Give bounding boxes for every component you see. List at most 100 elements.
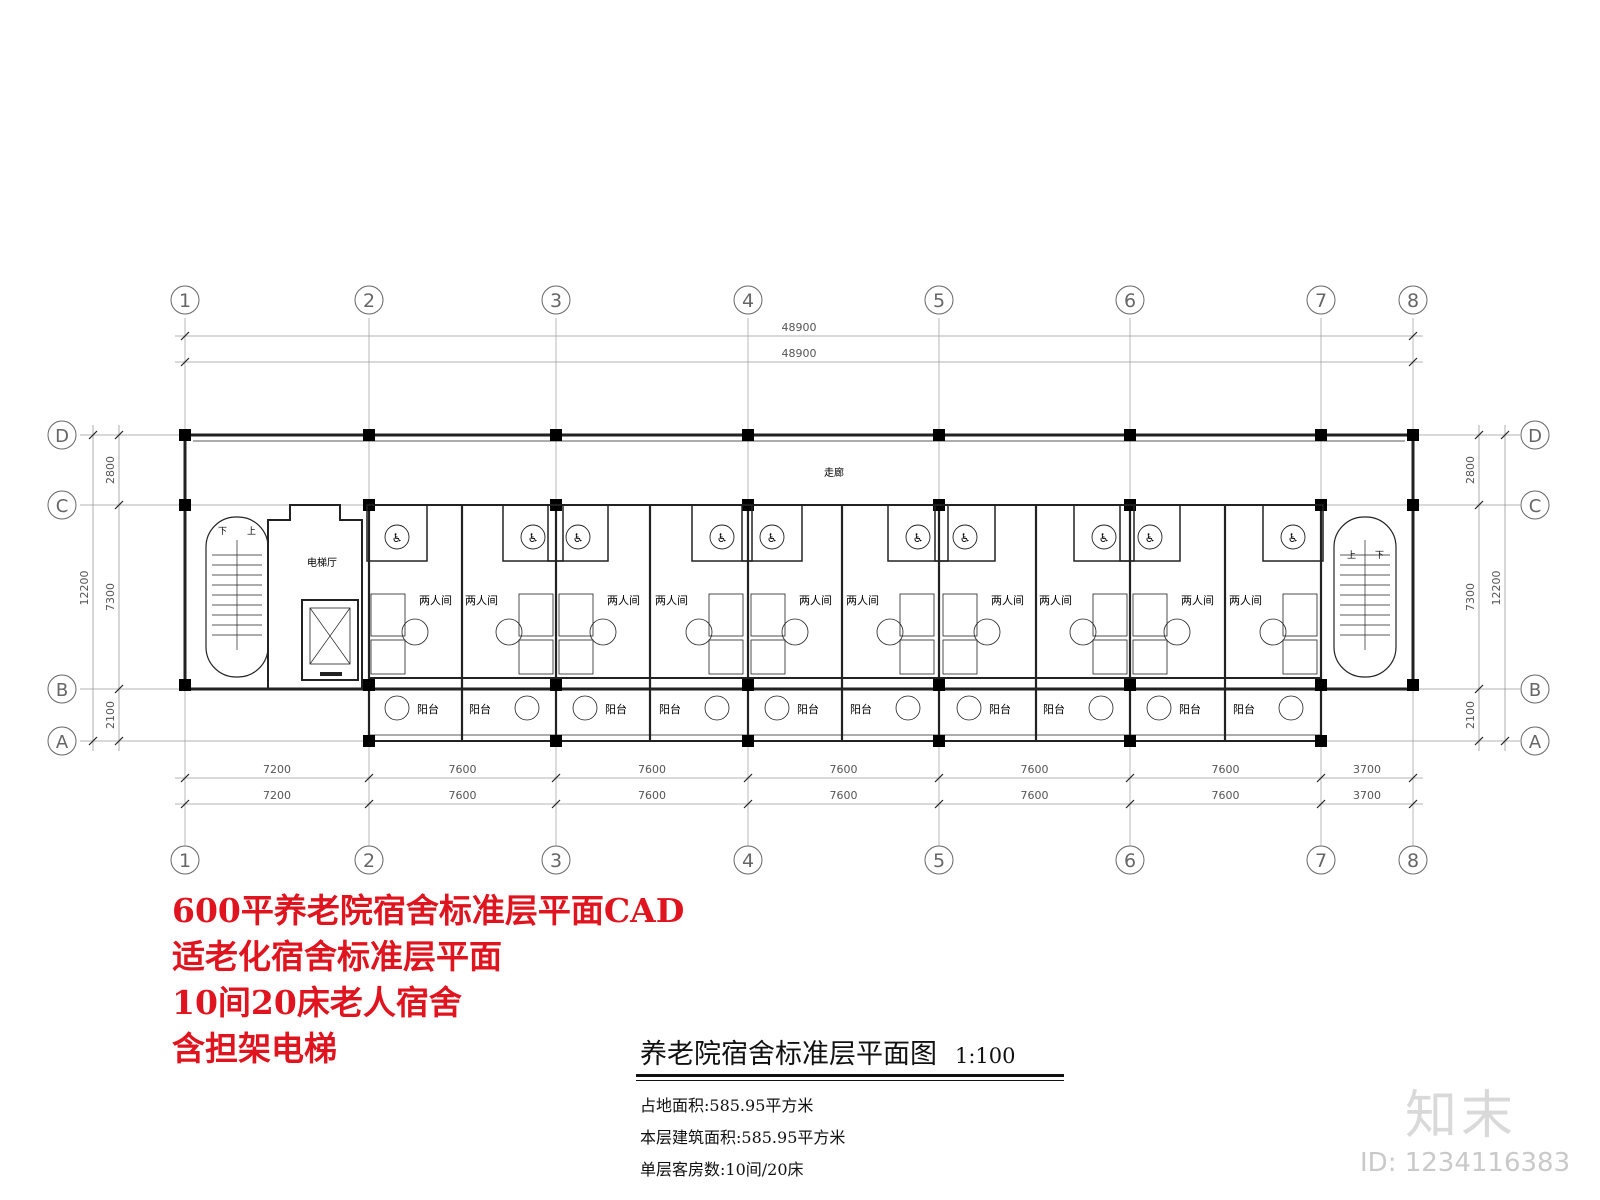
balcony-label: 阳台: [417, 702, 439, 716]
bathroom-pod: [887, 504, 949, 562]
dim-span-label: 7600: [1021, 763, 1049, 776]
elevator-door: [320, 672, 342, 676]
dim-tick: [114, 684, 124, 694]
axis-bubble: [1398, 845, 1428, 875]
promo-line-2: 适老化宿舍标准层平面: [172, 937, 502, 976]
bathroom-pod: [691, 504, 753, 562]
axis-bubble-label: D: [55, 426, 69, 447]
room-fixtures: ♿♿♿♿♿♿♿♿♿♿: [366, 504, 1324, 721]
structural-column: [363, 429, 375, 441]
room-label: 两人间: [846, 594, 879, 607]
dim-tick: [180, 357, 190, 367]
balcony-circle: [384, 695, 410, 721]
dim-tick: [743, 799, 753, 809]
balcony-circle: [895, 695, 921, 721]
room-label: 两人间: [1181, 594, 1214, 607]
accessible-icon: ♿: [1145, 531, 1156, 545]
dim-depth-label: 12200: [1490, 571, 1503, 606]
balcony-label: 阳台: [989, 702, 1011, 716]
stair-east: [1333, 516, 1397, 678]
accessible-icon: ♿: [767, 531, 778, 545]
dim-span-label: 7200: [263, 763, 291, 776]
axis-bubble: [1520, 420, 1550, 450]
bathroom-pod: [1262, 504, 1324, 562]
axis-bubble: [47, 674, 77, 704]
axis-bubble-label: 6: [1124, 290, 1136, 312]
axis-bubble-label: 7: [1315, 850, 1327, 872]
balcony-circle: [572, 695, 598, 721]
axis-bubble: [1520, 726, 1550, 756]
structural-column: [179, 679, 191, 691]
structural-column: [1407, 499, 1419, 511]
dim-tick: [1474, 684, 1484, 694]
balcony-circle: [704, 695, 730, 721]
structural-column: [1315, 735, 1327, 747]
bed: [750, 593, 786, 637]
wheelchair-turn-circle: [565, 524, 591, 550]
elevator-car: [309, 607, 351, 665]
wheelchair-turn-circle: [709, 524, 735, 550]
stair-up-label: 上: [1347, 550, 1356, 561]
structural-column: [550, 429, 562, 441]
axis-bubble-label: 6: [1124, 850, 1136, 872]
dim-row-label: 2800: [1464, 456, 1477, 484]
structural-columns: [179, 429, 1419, 747]
dim-tick: [743, 773, 753, 783]
title-underline-thick: [636, 1074, 1064, 1077]
stair-down-label: 下: [218, 527, 227, 537]
axis-bubble: [924, 845, 954, 875]
dim-tick: [1474, 500, 1484, 510]
bathroom-pod: [366, 504, 428, 562]
axis-bubble-label: 8: [1407, 290, 1419, 312]
dim-tick: [114, 500, 124, 510]
structural-column: [1124, 679, 1136, 691]
bathroom-pod: [934, 504, 996, 562]
turning-circle: [781, 618, 809, 646]
accessible-icon: ♿: [960, 531, 971, 545]
dim-tick: [180, 799, 190, 809]
bed: [1092, 593, 1128, 637]
dim-tick: [934, 773, 944, 783]
bathroom-pod: [547, 504, 609, 562]
axis-bubble: [541, 285, 571, 315]
promo-line-4: 含担架电梯: [172, 1029, 337, 1068]
structural-column: [550, 679, 562, 691]
turning-circle: [1163, 618, 1191, 646]
turning-circle: [973, 618, 1001, 646]
wheelchair-turn-circle: [1091, 524, 1117, 550]
stat-site-area: 占地面积:585.95平方米: [640, 1096, 814, 1115]
axis-bubble-label: 4: [742, 850, 754, 872]
balcony-circle: [1146, 695, 1172, 721]
bed: [708, 639, 744, 675]
axis-bubble-label: B: [1529, 680, 1541, 701]
logo-watermark: 知末: [1405, 1086, 1518, 1146]
structural-column: [1407, 429, 1419, 441]
structural-column: [742, 735, 754, 747]
axis-bubble-label: 1: [179, 850, 191, 872]
dim-tick: [114, 430, 124, 440]
structural-column: [742, 429, 754, 441]
dim-tick: [1125, 773, 1135, 783]
dim-tick: [364, 799, 374, 809]
balcony-label: 阳台: [850, 702, 872, 716]
dim-tick: [934, 799, 944, 809]
axis-bubble-label: 8: [1407, 850, 1419, 872]
axis-bubble-label: 7: [1315, 290, 1327, 312]
axis-bubble: [170, 845, 200, 875]
dim-span-label: 3700: [1353, 763, 1381, 776]
axis-bubble: [1115, 845, 1145, 875]
axis-bubble-label: 3: [550, 290, 562, 312]
bed: [899, 639, 935, 675]
dim-span-label: 7200: [263, 789, 291, 802]
axis-bubble: [733, 285, 763, 315]
dim-tick: [1408, 799, 1418, 809]
balcony-circle: [764, 695, 790, 721]
dim-tick: [1125, 799, 1135, 809]
bed: [708, 593, 744, 637]
dim-tick: [551, 799, 561, 809]
structural-column: [933, 735, 945, 747]
room-label: 两人间: [991, 594, 1024, 607]
bathroom-pod: [502, 504, 564, 562]
